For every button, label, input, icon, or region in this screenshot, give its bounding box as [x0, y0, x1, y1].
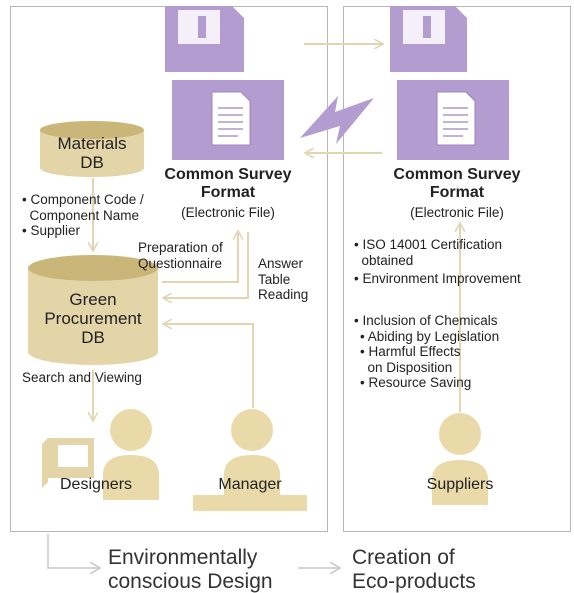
right-format-title-line2: Format	[429, 183, 485, 201]
left-format-sub: (Electronic File)	[181, 205, 275, 220]
materials-db-cylinder	[40, 121, 144, 177]
answer-reading-label: Answer Table Reading	[258, 256, 308, 303]
right-items-group2: • Inclusion of Chemicals • Abiding by Le…	[354, 313, 499, 391]
prep-questionnaire-label: Preparation of Questionnaire	[138, 240, 223, 271]
right-item: • Inclusion of Chemicals	[354, 313, 498, 328]
bottom-right-label: Creation of Eco-products	[352, 546, 476, 593]
arrow-manager-to-db	[164, 324, 254, 408]
materials-db-line1: Materials	[57, 134, 127, 153]
green-db-line1: Green	[69, 290, 117, 309]
answer-label-line2: Table	[258, 271, 291, 287]
right-item: • ISO 14001 Certification	[354, 237, 503, 252]
bottom-right-line1: Creation of	[352, 546, 455, 569]
supplier-person-icon	[432, 413, 488, 505]
right-item: • Harmful Effects	[360, 344, 461, 360]
manager-person-icon	[193, 409, 307, 511]
manager-label: Manager	[218, 476, 282, 493]
bottom-left-line1: Environmentally	[108, 546, 258, 569]
green-db-cylinder	[28, 255, 158, 365]
bottom-left-line2: conscious Design	[108, 569, 273, 593]
materials-item: Component Name	[22, 207, 140, 223]
left-format-title: Common Survey Format	[160, 166, 296, 202]
left-format-title-line2: Format	[200, 183, 256, 201]
materials-db-line2: DB	[80, 153, 104, 173]
right-item: • Resource Saving	[360, 375, 472, 391]
prep-label-line1: Preparation of	[138, 240, 223, 255]
bottom-right-line2: Eco-products	[352, 569, 476, 593]
answer-label-line1: Answer	[258, 256, 304, 271]
materials-db-label: Materials DB	[40, 134, 144, 172]
materials-item: • Supplier	[22, 223, 81, 239]
answer-label-line3: Reading	[258, 287, 309, 303]
materials-items: • Component Code / Component Name • Supp…	[22, 192, 144, 239]
right-format-title-line1: Common Survey	[393, 166, 521, 183]
prep-label-line2: Questionnaire	[138, 255, 223, 271]
arrow-answer-reading	[164, 232, 249, 298]
designers-label: Designers	[59, 476, 133, 493]
right-item: on Disposition	[360, 359, 453, 375]
floppy-disk-icon-right	[390, 6, 467, 72]
right-item: obtained	[354, 252, 414, 268]
designer-person-icon	[103, 409, 159, 500]
right-item: • Environment Improvement	[354, 271, 521, 287]
right-item: • Abiding by Legislation	[360, 328, 500, 344]
right-items-group1: • ISO 14001 Certification obtained • Env…	[354, 237, 521, 287]
green-db-label: Green Procurement DB	[28, 290, 158, 347]
left-format-title-line1: Common Survey	[164, 166, 292, 183]
green-db-line3: DB	[81, 328, 105, 348]
suppliers-label: Suppliers	[426, 476, 494, 493]
bottom-left-label: Environmentally conscious Design	[108, 546, 273, 593]
green-db-line2: Procurement	[44, 309, 142, 329]
arrow-bottom-left	[47, 534, 100, 568]
document-icon-left	[172, 80, 284, 160]
computer-icon	[42, 438, 94, 488]
materials-item: • Component Code /	[22, 192, 144, 207]
floppy-disk-icon-left	[165, 6, 244, 72]
document-icon-right	[397, 80, 509, 160]
search-viewing-label: Search and Viewing	[22, 370, 142, 385]
right-format-title: Common Survey Format	[387, 166, 527, 202]
lightning-icon	[300, 96, 374, 144]
arrow-prep-questionnaire	[162, 232, 238, 283]
right-format-sub: (Electronic File)	[410, 205, 504, 220]
